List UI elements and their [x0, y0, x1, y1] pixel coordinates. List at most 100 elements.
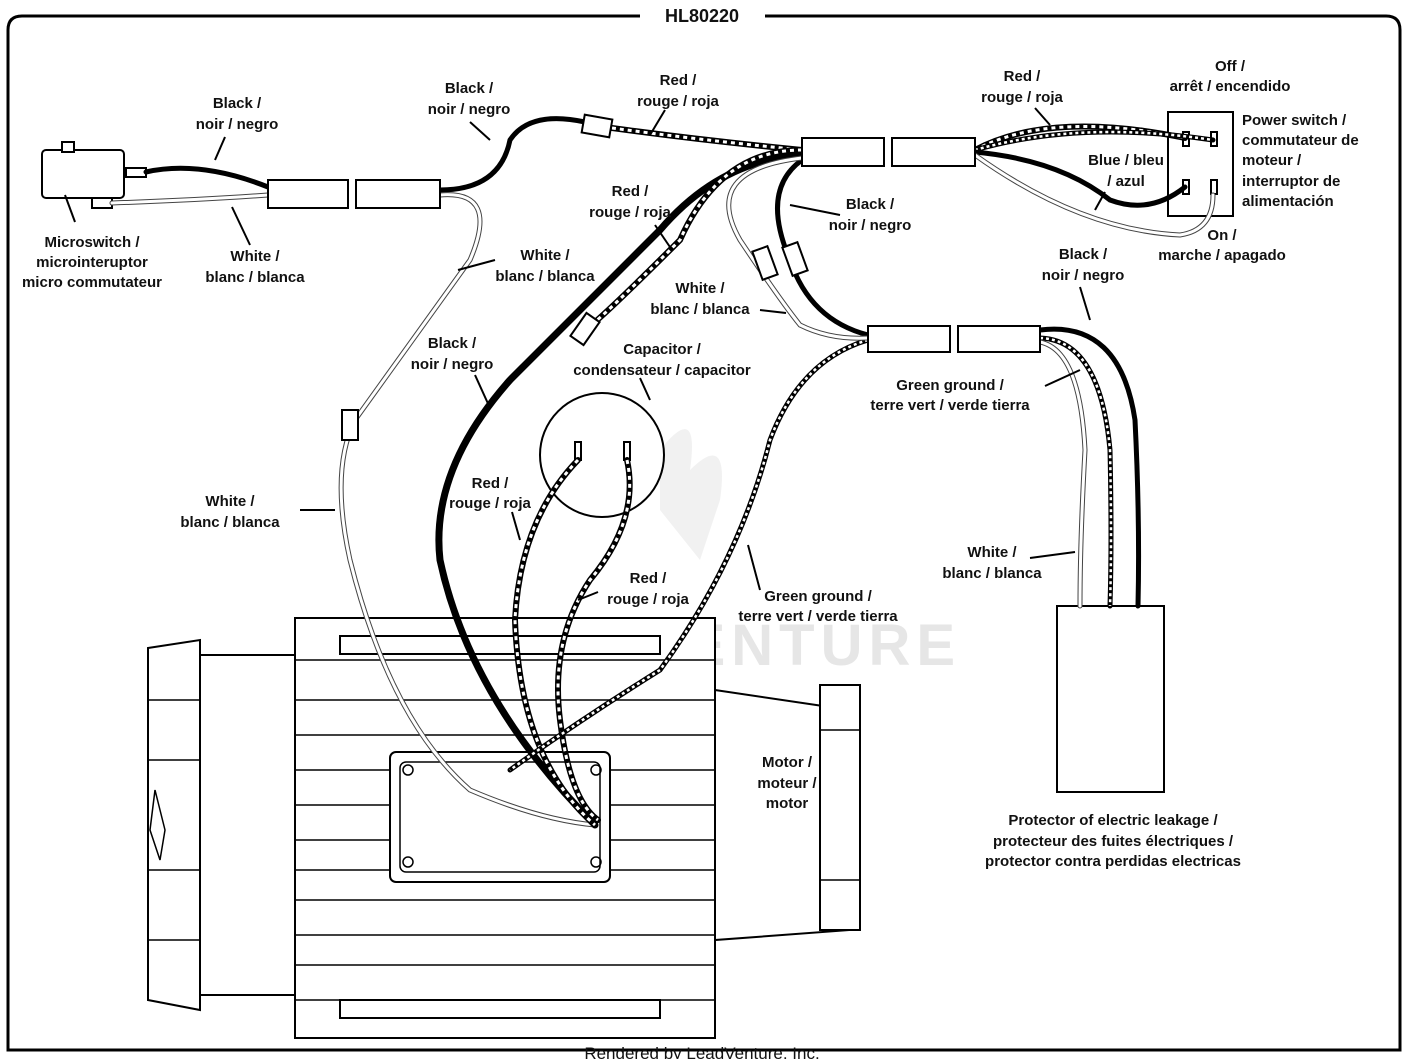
- wire-black-microswitch: [143, 165, 271, 190]
- label-red-switch: Red / rouge / roja: [981, 68, 1063, 106]
- svg-text:rouge / roja: rouge / roja: [607, 591, 689, 608]
- wire-black-main: [435, 151, 806, 829]
- svg-text:protecteur des fuites électriq: protecteur des fuites électriques /: [993, 833, 1234, 850]
- svg-text:terre vert / verde tierra: terre vert / verde tierra: [870, 397, 1030, 414]
- svg-text:blanc / blanca: blanc / blanca: [942, 565, 1042, 582]
- svg-text:alimentación: alimentación: [1242, 193, 1334, 210]
- label-black-switch: Black / noir / negro: [1042, 246, 1125, 284]
- label-white-long: White / blanc / blanca: [495, 247, 595, 285]
- sleeve-lower: [867, 325, 1041, 353]
- svg-text:Black /: Black /: [1059, 246, 1108, 263]
- svg-text:noir / negro: noir / negro: [196, 116, 279, 133]
- svg-text:microinteruptor: microinteruptor: [36, 254, 148, 271]
- svg-text:blanc / blanca: blanc / blanca: [180, 514, 280, 531]
- svg-text:Black /: Black /: [428, 335, 477, 352]
- label-capacitor: Capacitor / condensateur / capacitor: [573, 341, 751, 379]
- connector: [341, 409, 359, 441]
- wire-white-protector-o: [1037, 339, 1088, 609]
- svg-text:moteur /: moteur /: [1242, 152, 1302, 169]
- svg-text:White /: White /: [967, 544, 1017, 561]
- svg-text:arrêt / encendido: arrêt / encendido: [1170, 78, 1291, 95]
- svg-text:Off /: Off /: [1215, 58, 1246, 75]
- svg-text:terre vert / verde tierra: terre vert / verde tierra: [738, 608, 898, 625]
- watermark-logo: [660, 429, 722, 560]
- connector: [781, 240, 809, 278]
- svg-text:noir / negro: noir / negro: [411, 356, 494, 373]
- wire-black-switch: [972, 149, 1188, 208]
- svg-text:interruptor de: interruptor de: [1242, 173, 1340, 190]
- svg-text:rouge / roja: rouge / roja: [637, 93, 719, 110]
- svg-text:noir / negro: noir / negro: [428, 101, 511, 118]
- label-red-middle: Red / rouge / roja: [589, 183, 671, 221]
- svg-text:White /: White /: [675, 280, 725, 297]
- label-black-microswitch: Black / noir / negro: [196, 95, 279, 133]
- capacitor: [539, 392, 665, 518]
- svg-text:White /: White /: [520, 247, 570, 264]
- svg-text:Red /: Red /: [472, 475, 510, 492]
- svg-text:White /: White /: [230, 248, 280, 265]
- svg-text:blanc / blanca: blanc / blanca: [650, 301, 750, 318]
- svg-text:rouge / roja: rouge / roja: [449, 495, 531, 512]
- label-blue: Blue / bleu / azul: [1088, 152, 1164, 190]
- label-power-switch: Power switch / commutateur de moteur / i…: [1242, 112, 1359, 210]
- svg-text:Capacitor /: Capacitor /: [623, 341, 701, 358]
- svg-text:micro commutateur: micro commutateur: [22, 274, 162, 291]
- svg-text:Red /: Red /: [1004, 68, 1042, 85]
- label-black-mid: Black / noir / negro: [829, 196, 912, 234]
- wire-black-top: [437, 116, 588, 193]
- label-red-cap2: Red / rouge / roja: [607, 570, 689, 608]
- connector: [751, 244, 779, 282]
- label-motor: Motor / moteur / motor: [757, 754, 817, 812]
- svg-text:moteur /: moteur /: [757, 775, 817, 792]
- label-red-top: Red / rouge / roja: [637, 72, 719, 110]
- svg-text:blanc / blanca: blanc / blanca: [205, 269, 305, 286]
- svg-text:blanc / blanca: blanc / blanca: [495, 268, 595, 285]
- svg-text:commutateur de: commutateur de: [1242, 132, 1359, 149]
- wire-red-top-o: [609, 125, 805, 153]
- svg-text:On /: On /: [1207, 227, 1237, 244]
- svg-text:White /: White /: [205, 493, 255, 510]
- svg-text:Red /: Red /: [630, 570, 668, 587]
- svg-text:Power switch /: Power switch /: [1242, 112, 1347, 129]
- svg-text:noir / negro: noir / negro: [1042, 267, 1125, 284]
- footer-credit: Rendered by LeadVenture, Inc.: [584, 1044, 819, 1059]
- svg-text:rouge / roja: rouge / roja: [589, 204, 671, 221]
- microswitch: [41, 141, 147, 209]
- svg-text:Red /: Red /: [660, 72, 698, 89]
- svg-text:Green ground /: Green ground /: [764, 588, 872, 605]
- connector: [580, 113, 614, 139]
- svg-text:motor: motor: [766, 795, 809, 812]
- label-black-center: Black / noir / negro: [411, 335, 494, 373]
- svg-text:marche / apagado: marche / apagado: [1158, 247, 1286, 264]
- label-on: On / marche / apagado: [1158, 227, 1286, 264]
- power-switch: [1167, 111, 1234, 217]
- sleeve-center: [801, 137, 976, 167]
- diagram-frame: [6, 14, 1402, 1052]
- svg-text:protector contra perdidas elec: protector contra perdidas electricas: [985, 853, 1241, 870]
- svg-text:Black /: Black /: [445, 80, 494, 97]
- label-white-right: White / blanc / blanca: [942, 544, 1042, 582]
- svg-text:noir / negro: noir / negro: [829, 217, 912, 234]
- svg-text:Blue / bleu: Blue / bleu: [1088, 152, 1164, 169]
- svg-text:/ azul: / azul: [1107, 173, 1145, 190]
- diagram-title: HL80220: [665, 6, 739, 26]
- leakage-protector: [1056, 605, 1165, 793]
- label-red-cap1: Red / rouge / roja: [449, 475, 531, 512]
- sleeve-left: [267, 179, 441, 209]
- motor: [147, 617, 861, 1039]
- label-white-left: White / blanc / blanca: [180, 493, 280, 531]
- svg-text:Black /: Black /: [213, 95, 262, 112]
- connector: [569, 311, 601, 347]
- label-off: Off / arrêt / encendido: [1170, 58, 1291, 95]
- label-green-ground-right: Green ground / terre vert / verde tierra: [870, 377, 1030, 414]
- svg-text:Protector of electric leakage: Protector of electric leakage /: [1008, 812, 1218, 829]
- wire-black-protector: [1037, 326, 1142, 609]
- svg-text:Green ground /: Green ground /: [896, 377, 1004, 394]
- label-protector: Protector of electric leakage / protecte…: [985, 812, 1241, 870]
- label-microswitch: Microswitch / microinteruptor micro comm…: [22, 234, 162, 291]
- svg-text:Motor /: Motor /: [762, 754, 813, 771]
- svg-text:Red /: Red /: [612, 183, 650, 200]
- svg-text:rouge / roja: rouge / roja: [981, 89, 1063, 106]
